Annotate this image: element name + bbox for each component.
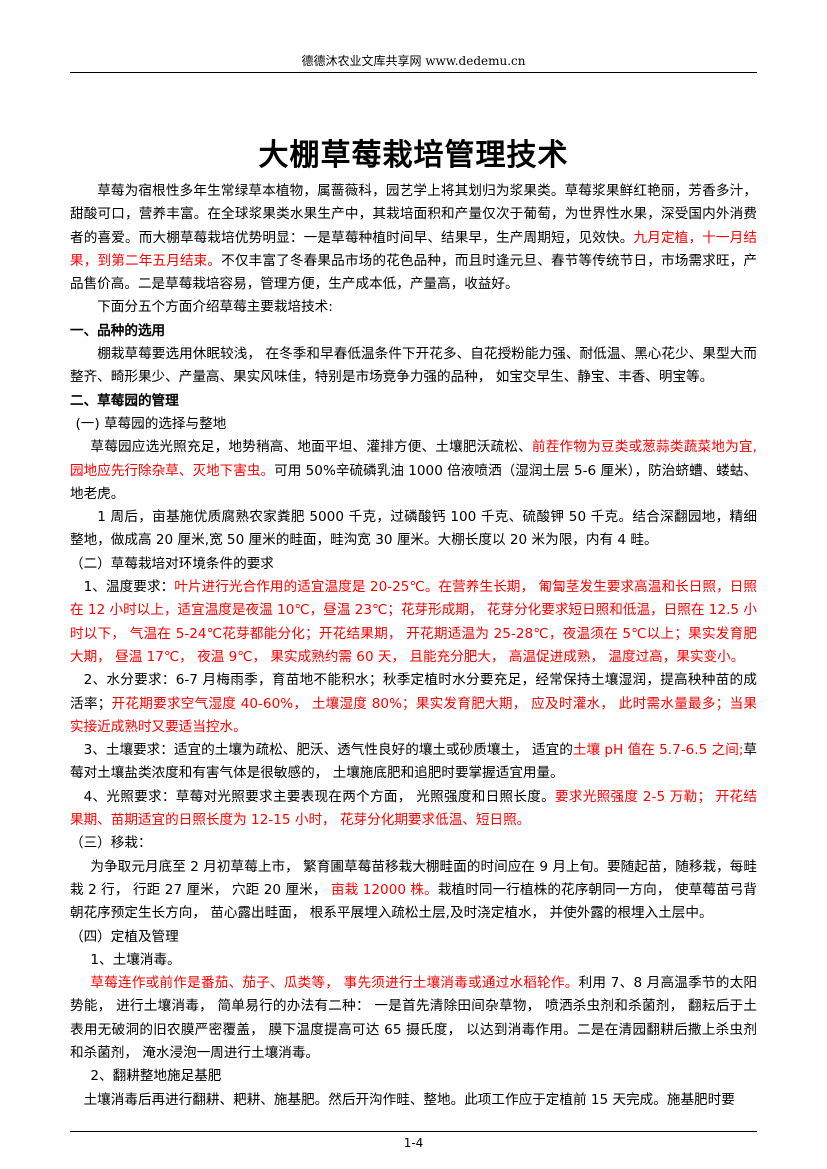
site-paragraph: 草莓园应选光照充足，地势稍高、地面平坦、灌排方便、土壤肥沃疏松、前茬作物为豆类或… [70, 436, 757, 506]
text-run: 草莓园应选光照充足，地势稍高、地面平坦、灌排方便、土壤肥沃疏松、 [90, 439, 532, 456]
document-title: 大棚草莓栽培管理技术 [258, 138, 569, 173]
item-heading: 2、翻耕整地施足基肥 [90, 1068, 222, 1085]
text-run: 草莓对土壤盐类浓度和有害气体是很敏感的， 土壤施底肥和追肥时要掌握适宜用量。 [70, 742, 758, 782]
item-heading: 1、土壤消毒。 [90, 951, 181, 968]
document-body: 草莓为宿根性多年生常绿草本植物，属蔷薇科，园艺学上将其划归为浆果类。草莓浆果鲜红… [70, 180, 757, 1112]
subsection-heading: （二）草莓栽培对环境条件的要求 [70, 555, 274, 572]
text-run: 草莓为宿根性多年生常绿草本植物，属蔷薇科，园艺学上将其划归为浆果类。草莓浆果鲜红… [70, 183, 757, 246]
highlight-text: 土壤 pH 值在 5.7-6.5 之间; [572, 742, 744, 759]
highlight-text: 亩栽 12000 株。 [330, 881, 438, 898]
water-paragraph: 2、水分要求：6-7 月梅雨季，育苗地不能积水；秋季定植时水分要充足，经常保持土… [70, 669, 757, 739]
intro-paragraph-2: 下面分五个方面介绍草莓主要栽培技术: [97, 299, 333, 316]
variety-paragraph: 棚栽草莓要选用休眠较浅， 在冬季和早春低温条件下开花多、自花授粉能力强、耐低温、… [70, 346, 757, 386]
fertilizer-paragraph: 1 周后，亩基施优质腐熟农家粪肥 5000 千克，过磷酸钙 100 千克、硫酸钾… [70, 509, 757, 549]
text-run: 栽植时同一行植株的花序朝同一方向， 使草莓苗弓背朝花序预定生长方向， 苗心露出畦… [70, 881, 757, 922]
transplant-paragraph: 为争取元月底至 2 月初草莓上市， 繁育圃草莓苗移栽大棚畦面的时间应在 9 月上… [70, 856, 757, 926]
text-run: 2、水分要求：6-7 月梅雨季，育苗地不能积水；秋季定植时水分要充足，经常保持土… [70, 672, 757, 712]
light-paragraph: 4、光照要求：草莓对光照要求主要表现在两个方面， 光照强度和日照长度。要求光照强… [70, 786, 757, 833]
highlight-text: 前茬作物为豆类或葱蒜类蔬菜地为宜,园地应先行除杂草、灭地下害虫。 [70, 439, 758, 479]
subsection-heading: （四）定植及管理 [70, 928, 179, 945]
disinfection-paragraph: 草莓连作或前作是番茄、茄子、瓜类等， 事先须进行土壤消毒或通过水稻轮作。利用 7… [70, 972, 757, 1065]
text-run: 为争取元月底至 2 月初草莓上市， 繁育圃草莓苗移栽大棚畦面的时间应在 9 月上… [70, 858, 757, 898]
footer-divider [70, 1131, 757, 1132]
temperature-paragraph: 1、温度要求：叶片进行光合作用的适宜温度是 20-25℃。在营养生长期， 匍匐茎… [70, 576, 757, 669]
text-run: 不仅丰富了冬春果品市场的花色品种，而且时逢元旦、春节等传统节日，市场需求旺，产品… [70, 252, 758, 293]
text-run: 利用 7、8 月高温季节的太阳势能， 进行土壤消毒， 简单易行的办法有二种： 一… [70, 975, 757, 1061]
highlight-text: 草莓连作或前作是番茄、茄子、瓜类等， 事先须进行土壤消毒或通过水稻轮作。 [90, 975, 579, 992]
text-run: 3、土壤要求：适宜的土壤为疏松、肥沃、透气性良好的壤土或砂质壤土， 适宜的 [83, 742, 573, 759]
highlight-text: 九月定植，十一月结果，到第二年五月结束。 [70, 229, 758, 269]
highlight-text: 开花期要求空气湿度 40-60%， 土壤湿度 80%；果实发育肥大期， 应及时灌… [70, 695, 758, 735]
subsection-heading: （三）移栽： [70, 835, 152, 852]
text-run: 1、温度要求： [83, 579, 175, 596]
page-header: 德德沐农业文库共享网 www.dedemu.cn [301, 54, 526, 68]
text-run: 可用 50%辛硫磷乳油 1000 倍液喷洒（湿润土层 5-6 厘米），防治蛴螬、… [70, 462, 757, 502]
highlight-text: 叶片进行光合作用的适宜温度是 20-25℃。在营养生长期， 匍匐茎发生要求高温和… [70, 579, 757, 665]
subsection-heading: (一) 草莓园的选择与整地 [75, 415, 227, 432]
section-heading-1: 一、品种的选用 [70, 322, 166, 339]
text-run: 4、光照要求：草莓对光照要求主要表现在两个方面， 光照强度和日照长度。 [83, 788, 556, 805]
highlight-text: 要求光照强度 2-5 万勒； 开花结果期、苗期适宜的日照长度为 12-15 小时… [70, 788, 758, 829]
page-number: 1-4 [403, 1136, 424, 1150]
soil-paragraph: 3、土壤要求：适宜的土壤为疏松、肥沃、透气性良好的壤土或砂质壤土， 适宜的土壤 … [70, 739, 757, 786]
header-divider [70, 72, 757, 73]
section-heading-2: 二、草莓园的管理 [70, 392, 179, 409]
intro-paragraph: 草莓为宿根性多年生常绿草本植物，属蔷薇科，园艺学上将其划归为浆果类。草莓浆果鲜红… [70, 180, 757, 296]
tillage-paragraph: 土壤消毒后再进行翻耕、耙耕、施基肥。然后开沟作畦、整地。此项工作应于定植前 15… [83, 1091, 735, 1108]
